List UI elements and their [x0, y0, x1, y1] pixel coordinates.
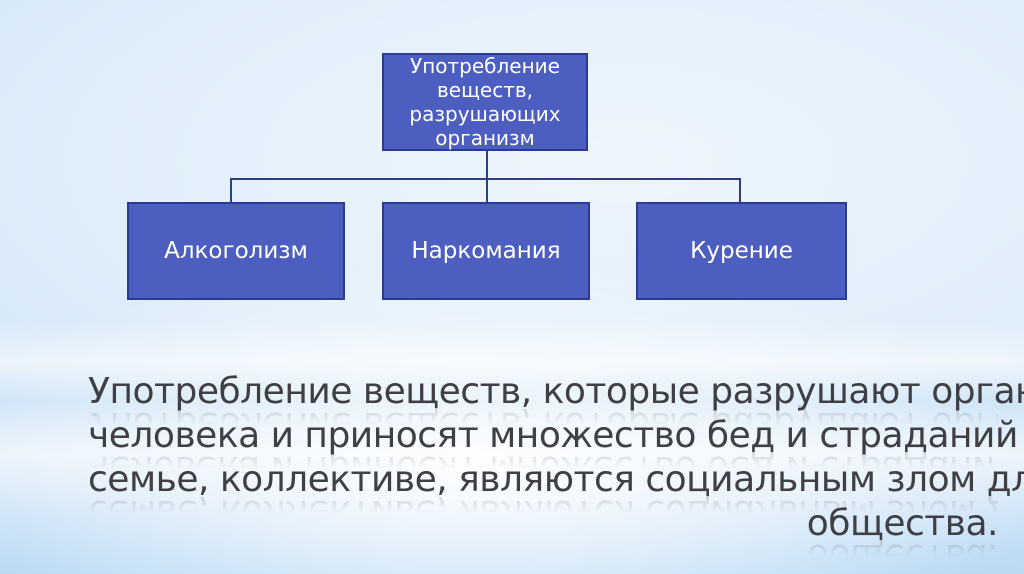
body-text-line-4-text: общества. [806, 503, 999, 544]
body-text: Употребление веществ, которые разрушают … [88, 370, 1024, 574]
connector-drop-center [486, 178, 488, 204]
diagram-box-smoking-label: Курение [690, 237, 793, 264]
body-text-line-4: общества. общества. [88, 502, 999, 574]
body-text-line-3-text: семье, коллективе, являются социальным з… [88, 459, 1024, 500]
connector-horizontal [230, 178, 741, 180]
body-text-line-2-text: человека и приносят множество бед и стра… [88, 415, 1024, 456]
connector-drop-left [230, 178, 232, 204]
body-text-line-1-text: Употребление веществ, которые разрушают … [88, 371, 1024, 412]
diagram-root-box: Употребление веществ, разрушающих органи… [382, 53, 588, 151]
diagram-box-alcoholism-label: Алкоголизм [164, 237, 308, 264]
diagram-box-drug-addiction-label: Наркомания [411, 237, 561, 264]
diagram-box-smoking: Курение [636, 202, 847, 300]
diagram-root-label: Употребление веществ, разрушающих органи… [409, 54, 561, 150]
diagram-box-alcoholism: Алкоголизм [127, 202, 345, 300]
body-text-line-3: семье, коллективе, являются социальным з… [88, 458, 1024, 533]
body-text-line-1: Употребление веществ, которые разрушают … [88, 370, 1024, 445]
body-text-line-2: человека и приносят множество бед и стра… [88, 414, 1024, 489]
diagram-box-drug-addiction: Наркомания [382, 202, 590, 300]
connector-drop-right [739, 178, 741, 203]
connector-stem [486, 151, 488, 180]
